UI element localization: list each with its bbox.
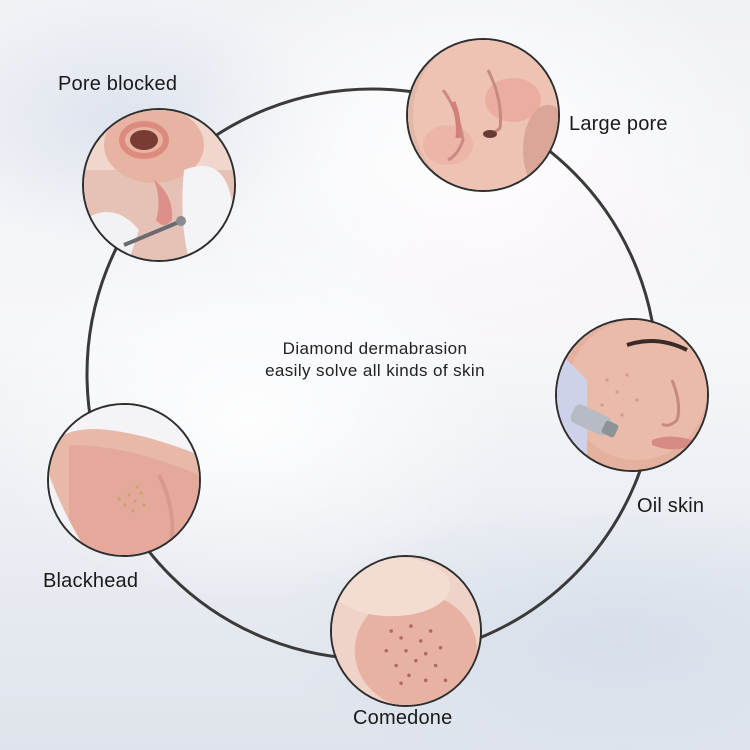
large-pore-photo bbox=[406, 38, 560, 192]
oil-skin-photo bbox=[555, 318, 709, 472]
center-caption-line-2: easily solve all kinds of skin bbox=[265, 361, 485, 380]
center-caption-line-1: Diamond dermabrasion bbox=[282, 339, 468, 358]
large-pore-label: Large pore bbox=[569, 113, 668, 135]
center-caption: Diamond dermabrasion easily solve all ki… bbox=[210, 338, 540, 382]
skin-blackhead-closeup-photo bbox=[49, 405, 199, 555]
nose-extraction-tool-photo bbox=[84, 110, 234, 260]
blackhead-label: Blackhead bbox=[43, 570, 139, 592]
oil-skin-label: Oil skin bbox=[637, 495, 705, 517]
comedone-photo bbox=[330, 555, 482, 707]
pore-blocked-label: Pore blocked bbox=[58, 73, 178, 95]
comedone-label: Comedone bbox=[353, 707, 453, 729]
blackhead-photo bbox=[47, 403, 201, 557]
pore-blocked-photo bbox=[82, 108, 236, 262]
cheek-treatment-wand-photo bbox=[557, 320, 707, 470]
nose-pores-closeup-photo bbox=[332, 557, 480, 705]
face-closeup-photo bbox=[408, 40, 558, 190]
